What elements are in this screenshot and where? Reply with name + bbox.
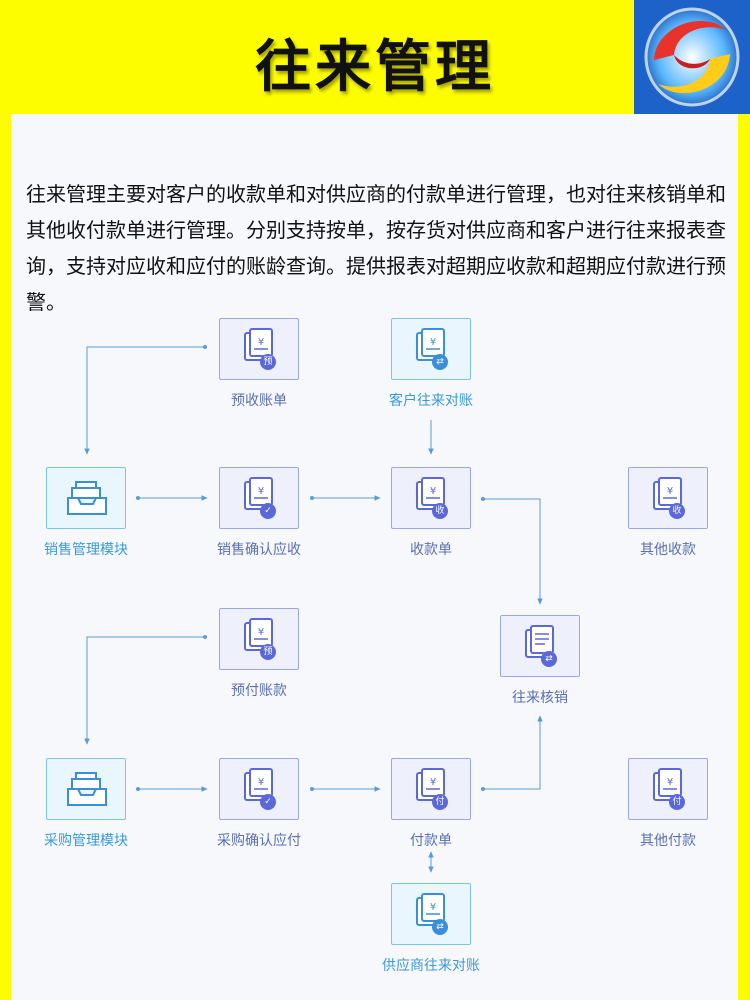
reconcile-doc-icon: ¥	[416, 893, 448, 935]
label-receipt: 收款单	[410, 542, 452, 558]
confirm-doc-icon: ¥	[244, 477, 276, 519]
write-off-doc-icon	[525, 625, 557, 667]
node-badge: 收	[672, 506, 682, 516]
svg-text:¥: ¥	[430, 486, 436, 497]
node-prepay-receipt[interactable]: ¥ 预	[219, 318, 299, 380]
receipt-doc-icon: ¥	[653, 477, 685, 519]
svg-text:¥: ¥	[430, 777, 436, 788]
node-badge: 付	[672, 797, 682, 807]
swirl-logo-icon	[634, 0, 750, 114]
node-badge: 付	[435, 797, 445, 807]
label-payment: 付款单	[410, 833, 452, 849]
node-other-payment[interactable]: ¥ 付	[628, 758, 708, 820]
label-prepay-payment: 预付账款	[231, 683, 287, 699]
node-purchase-module[interactable]	[46, 758, 126, 820]
node-badge: ⇄	[436, 922, 444, 932]
receipt-doc-icon: ¥	[244, 618, 276, 660]
label-supplier-reconcile: 供应商往来对账	[382, 958, 480, 974]
label-purchase-module: 采购管理模块	[44, 833, 128, 849]
node-customer-reconcile[interactable]: ¥ ⇄	[391, 318, 471, 380]
inbox-tray-icon	[67, 481, 107, 515]
label-customer-reconcile: 客户往来对账	[389, 393, 473, 409]
node-sales-module[interactable]	[46, 467, 126, 529]
svg-text:¥: ¥	[667, 486, 673, 497]
page-title: 往来管理	[255, 35, 495, 100]
receipt-doc-icon: ¥	[416, 477, 448, 519]
svg-text:¥: ¥	[258, 337, 264, 348]
node-badge: ⇄	[436, 357, 444, 367]
inbox-tray-icon	[67, 772, 107, 806]
node-supplier-reconcile[interactable]: ¥ ⇄	[391, 883, 471, 945]
label-sales-module: 销售管理模块	[44, 542, 128, 558]
svg-text:¥: ¥	[258, 486, 264, 497]
content-panel	[11, 114, 738, 1000]
node-receipt[interactable]: ¥ 收	[391, 467, 471, 529]
node-other-receipt[interactable]: ¥ 收	[628, 467, 708, 529]
label-sales-confirm: 销售确认应收	[217, 542, 301, 558]
node-badge: ✓	[264, 797, 272, 807]
svg-text:¥: ¥	[430, 337, 436, 348]
svg-text:¥: ¥	[667, 777, 673, 788]
svg-text:¥: ¥	[430, 902, 436, 913]
node-sales-confirm[interactable]: ¥ ✓	[219, 467, 299, 529]
node-payment[interactable]: ¥ 付	[391, 758, 471, 820]
node-badge: ⇄	[545, 654, 553, 664]
description-text: 往来管理主要对客户的收款单和对供应商的付款单进行管理，也对往来核销单和其他收付款…	[26, 182, 726, 314]
node-prepay-payment[interactable]: ¥ 预	[219, 608, 299, 670]
reconcile-doc-icon: ¥	[416, 328, 448, 370]
title-bar	[0, 0, 750, 114]
payment-doc-icon: ¥	[416, 768, 448, 810]
node-badge: 预	[263, 647, 273, 657]
receipt-doc-icon: ¥	[244, 328, 276, 370]
node-badge: ✓	[264, 506, 272, 516]
confirm-doc-icon: ¥	[244, 768, 276, 810]
svg-text:¥: ¥	[258, 627, 264, 638]
label-write-off: 往来核销	[512, 690, 568, 706]
label-prepay-receipt: 预收账单	[231, 393, 287, 409]
node-badge: 预	[263, 357, 273, 367]
node-write-off[interactable]: ⇄	[500, 615, 580, 677]
label-other-receipt: 其他收款	[640, 542, 696, 558]
svg-text:¥: ¥	[258, 777, 264, 788]
payment-doc-icon: ¥	[653, 768, 685, 810]
label-purchase-confirm: 采购确认应付	[217, 833, 301, 849]
node-badge: 收	[435, 506, 445, 516]
label-other-payment: 其他付款	[640, 833, 696, 849]
node-purchase-confirm[interactable]: ¥ ✓	[219, 758, 299, 820]
